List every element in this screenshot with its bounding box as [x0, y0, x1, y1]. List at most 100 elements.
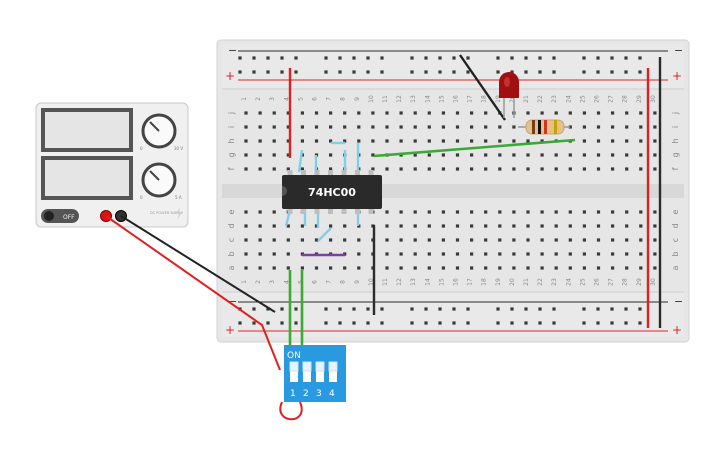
terminal-hole[interactable]	[470, 224, 474, 228]
rail-hole[interactable]	[438, 56, 442, 60]
rail-hole[interactable]	[410, 56, 414, 60]
terminal-hole[interactable]	[399, 167, 403, 171]
terminal-hole[interactable]	[272, 210, 276, 214]
terminal-hole[interactable]	[596, 111, 601, 115]
terminal-hole[interactable]	[314, 111, 319, 115]
terminal-hole[interactable]	[286, 224, 290, 228]
terminal-hole[interactable]	[413, 266, 417, 270]
terminal-hole[interactable]	[413, 238, 417, 242]
terminal-hole[interactable]	[329, 167, 333, 171]
terminal-hole[interactable]	[582, 266, 586, 270]
terminal-hole[interactable]	[639, 266, 643, 270]
rail-hole[interactable]	[352, 70, 356, 74]
terminal-hole[interactable]	[470, 111, 474, 115]
terminal-hole[interactable]	[385, 252, 389, 256]
terminal-hole[interactable]	[498, 125, 502, 129]
terminal-hole[interactable]	[484, 167, 488, 171]
rail-hole[interactable]	[294, 56, 298, 60]
rail-hole[interactable]	[510, 56, 514, 60]
rail-hole[interactable]	[496, 70, 500, 74]
terminal-hole[interactable]	[413, 153, 417, 157]
rail-hole[interactable]	[338, 307, 342, 311]
rail-hole[interactable]	[352, 56, 356, 60]
rail-hole[interactable]	[496, 56, 500, 60]
terminal-hole[interactable]	[399, 238, 403, 242]
terminal-hole[interactable]	[498, 167, 502, 171]
rail-hole[interactable]	[380, 307, 384, 311]
rail-hole[interactable]	[496, 321, 500, 325]
terminal-hole[interactable]	[385, 139, 389, 143]
terminal-hole[interactable]	[427, 266, 431, 270]
terminal-hole[interactable]	[540, 153, 544, 157]
terminal-hole[interactable]	[300, 238, 304, 242]
rail-hole[interactable]	[624, 56, 628, 60]
terminal-hole[interactable]	[653, 238, 657, 242]
rail-hole[interactable]	[266, 307, 270, 311]
terminal-hole[interactable]	[427, 111, 431, 115]
terminal-hole[interactable]	[568, 210, 572, 214]
rail-hole[interactable]	[238, 70, 242, 74]
wire-black-led[interactable]	[459, 54, 506, 121]
terminal-hole[interactable]	[625, 125, 629, 129]
terminal-hole[interactable]	[286, 125, 290, 129]
terminal-hole[interactable]	[300, 139, 304, 143]
terminal-hole[interactable]	[441, 238, 445, 242]
terminal-hole[interactable]	[272, 224, 276, 228]
terminal-hole[interactable]	[526, 153, 530, 157]
terminal-hole[interactable]	[455, 252, 460, 256]
rail-hole[interactable]	[294, 307, 298, 311]
rail-hole[interactable]	[452, 307, 456, 311]
terminal-hole[interactable]	[582, 125, 586, 129]
terminal-hole[interactable]	[244, 167, 248, 171]
terminal-hole[interactable]	[413, 252, 417, 256]
terminal-hole[interactable]	[540, 266, 544, 270]
terminal-hole[interactable]	[498, 139, 502, 143]
terminal-hole[interactable]	[596, 224, 601, 228]
terminal-hole[interactable]	[470, 238, 474, 242]
resistor[interactable]	[518, 119, 570, 135]
terminal-hole[interactable]	[455, 139, 460, 143]
terminal-hole[interactable]	[300, 125, 304, 129]
terminal-hole[interactable]	[258, 238, 262, 242]
terminal-hole[interactable]	[540, 224, 544, 228]
terminal-hole[interactable]	[611, 238, 615, 242]
terminal-hole[interactable]	[554, 238, 558, 242]
terminal-hole[interactable]	[329, 139, 333, 143]
terminal-hole[interactable]	[371, 153, 375, 157]
terminal-hole[interactable]	[470, 153, 474, 157]
rail-hole[interactable]	[324, 56, 328, 60]
rail-hole[interactable]	[252, 307, 256, 311]
terminal-hole[interactable]	[540, 139, 544, 143]
terminal-hole[interactable]	[611, 210, 615, 214]
rail-hole[interactable]	[252, 321, 256, 325]
terminal-hole[interactable]	[625, 153, 629, 157]
rail-hole[interactable]	[324, 307, 328, 311]
terminal-hole[interactable]	[413, 125, 417, 129]
terminal-hole[interactable]	[244, 224, 248, 228]
rail-hole[interactable]	[366, 307, 370, 311]
terminal-hole[interactable]	[427, 125, 431, 129]
terminal-hole[interactable]	[512, 238, 516, 242]
terminal-hole[interactable]	[455, 153, 460, 157]
terminal-hole[interactable]	[258, 139, 262, 143]
terminal-hole[interactable]	[582, 111, 586, 115]
terminal-hole[interactable]	[639, 153, 643, 157]
terminal-hole[interactable]	[272, 125, 276, 129]
terminal-hole[interactable]	[639, 224, 643, 228]
rail-hole[interactable]	[624, 70, 628, 74]
terminal-hole[interactable]	[582, 238, 586, 242]
terminal-hole[interactable]	[427, 224, 431, 228]
rail-hole[interactable]	[524, 56, 528, 60]
terminal-hole[interactable]	[568, 125, 572, 129]
terminal-hole[interactable]	[371, 111, 375, 115]
terminal-hole[interactable]	[611, 266, 615, 270]
rail-hole[interactable]	[366, 321, 370, 325]
terminal-hole[interactable]	[582, 139, 586, 143]
terminal-hole[interactable]	[625, 252, 629, 256]
terminal-hole[interactable]	[639, 210, 643, 214]
rail-hole[interactable]	[424, 321, 428, 325]
terminal-hole[interactable]	[455, 111, 460, 115]
terminal-hole[interactable]	[625, 139, 629, 143]
terminal-hole[interactable]	[596, 210, 601, 214]
terminal-hole[interactable]	[540, 210, 544, 214]
